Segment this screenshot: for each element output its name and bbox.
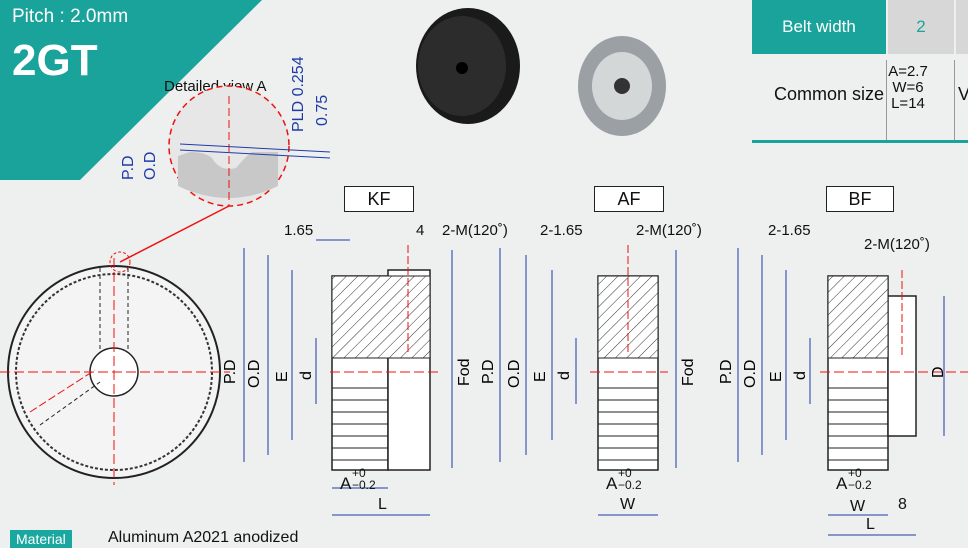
af-tap-label: 2-M(120˚) xyxy=(636,222,702,239)
kf-od-label: O.D xyxy=(246,359,263,388)
af-a-label: A xyxy=(606,474,618,493)
af-tol-plus: +0 xyxy=(618,466,632,480)
common-size-w: W=6 xyxy=(892,79,924,96)
kf-fod-label: Fod xyxy=(456,358,473,386)
kf-d-label: d xyxy=(298,371,315,380)
af-section xyxy=(499,245,677,516)
kf-dim-165: 1.65 xyxy=(284,222,314,239)
material-label: Material xyxy=(10,530,72,548)
pulley-front-view xyxy=(0,251,230,485)
kf-e-label: E xyxy=(274,371,291,382)
kf-dim-4: 4 xyxy=(416,222,425,239)
common-size-label: Common size xyxy=(773,84,884,104)
pitch-label: Pitch : 2.0mm xyxy=(12,6,129,27)
next-cell-fragment: V xyxy=(958,84,968,104)
bf-section xyxy=(737,248,968,536)
bf-tol-plus: +0 xyxy=(848,466,862,480)
bf-tap-label: 2-M(120˚) xyxy=(864,236,930,253)
table-divider xyxy=(954,60,955,140)
af-tol-minus: −0.2 xyxy=(618,478,642,492)
bf-a-label: A xyxy=(836,474,848,493)
bf-big-d-label: D xyxy=(930,366,947,378)
common-size-values: A=2.7 W=6 L=14 xyxy=(884,64,932,112)
table-bottom-rule xyxy=(752,140,968,143)
bf-title-box: BF xyxy=(826,186,894,212)
bf-e-label: E xyxy=(768,371,785,382)
af-fod-label: Fod xyxy=(680,358,697,386)
kf-title-box: KF xyxy=(344,186,414,212)
af-e-label: E xyxy=(532,371,549,382)
belt-width-value: 2 xyxy=(888,0,954,54)
bf-dim-8: 8 xyxy=(898,496,907,513)
af-od-label: O.D xyxy=(506,359,523,388)
af-pd-label: P.D xyxy=(480,359,497,384)
kf-tol-minus: −0.2 xyxy=(352,478,376,492)
af-title-box: AF xyxy=(594,186,664,212)
kf-a-label: A xyxy=(340,474,352,493)
belt-width-header: Belt width xyxy=(752,0,886,54)
bf-pd-label: P.D xyxy=(718,359,735,384)
table-divider xyxy=(886,60,887,140)
bf-d-label: d xyxy=(792,371,809,380)
bf-dim-165: 2-1.65 xyxy=(768,222,811,239)
af-w-label: W xyxy=(620,496,636,513)
common-size-a: A=2.7 xyxy=(888,63,928,80)
af-dim-165: 2-1.65 xyxy=(540,222,583,239)
kf-l-label: L xyxy=(378,496,387,513)
kf-section xyxy=(243,239,453,516)
af-d-label: d xyxy=(556,371,573,380)
spec-table: Belt width 2 xyxy=(752,0,968,143)
bf-l-label: L xyxy=(866,516,875,533)
kf-pd-label: P.D xyxy=(222,359,239,384)
material-text: Aluminum A2021 anodized xyxy=(108,529,299,546)
series-name: 2GT xyxy=(12,36,98,85)
kf-tol-plus: +0 xyxy=(352,466,366,480)
detail-view-a xyxy=(119,85,331,263)
series-banner xyxy=(0,0,262,180)
kf-tap-label: 2-M(120˚) xyxy=(442,222,508,239)
common-size-l: L=14 xyxy=(891,95,925,112)
pulley-photo-silver xyxy=(578,36,666,136)
pulley-photo-black xyxy=(416,8,520,124)
belt-width-next-cell xyxy=(956,0,968,54)
bf-od-label: O.D xyxy=(742,359,759,388)
bf-w-label: W xyxy=(850,498,866,515)
bf-tol-minus: −0.2 xyxy=(848,478,872,492)
